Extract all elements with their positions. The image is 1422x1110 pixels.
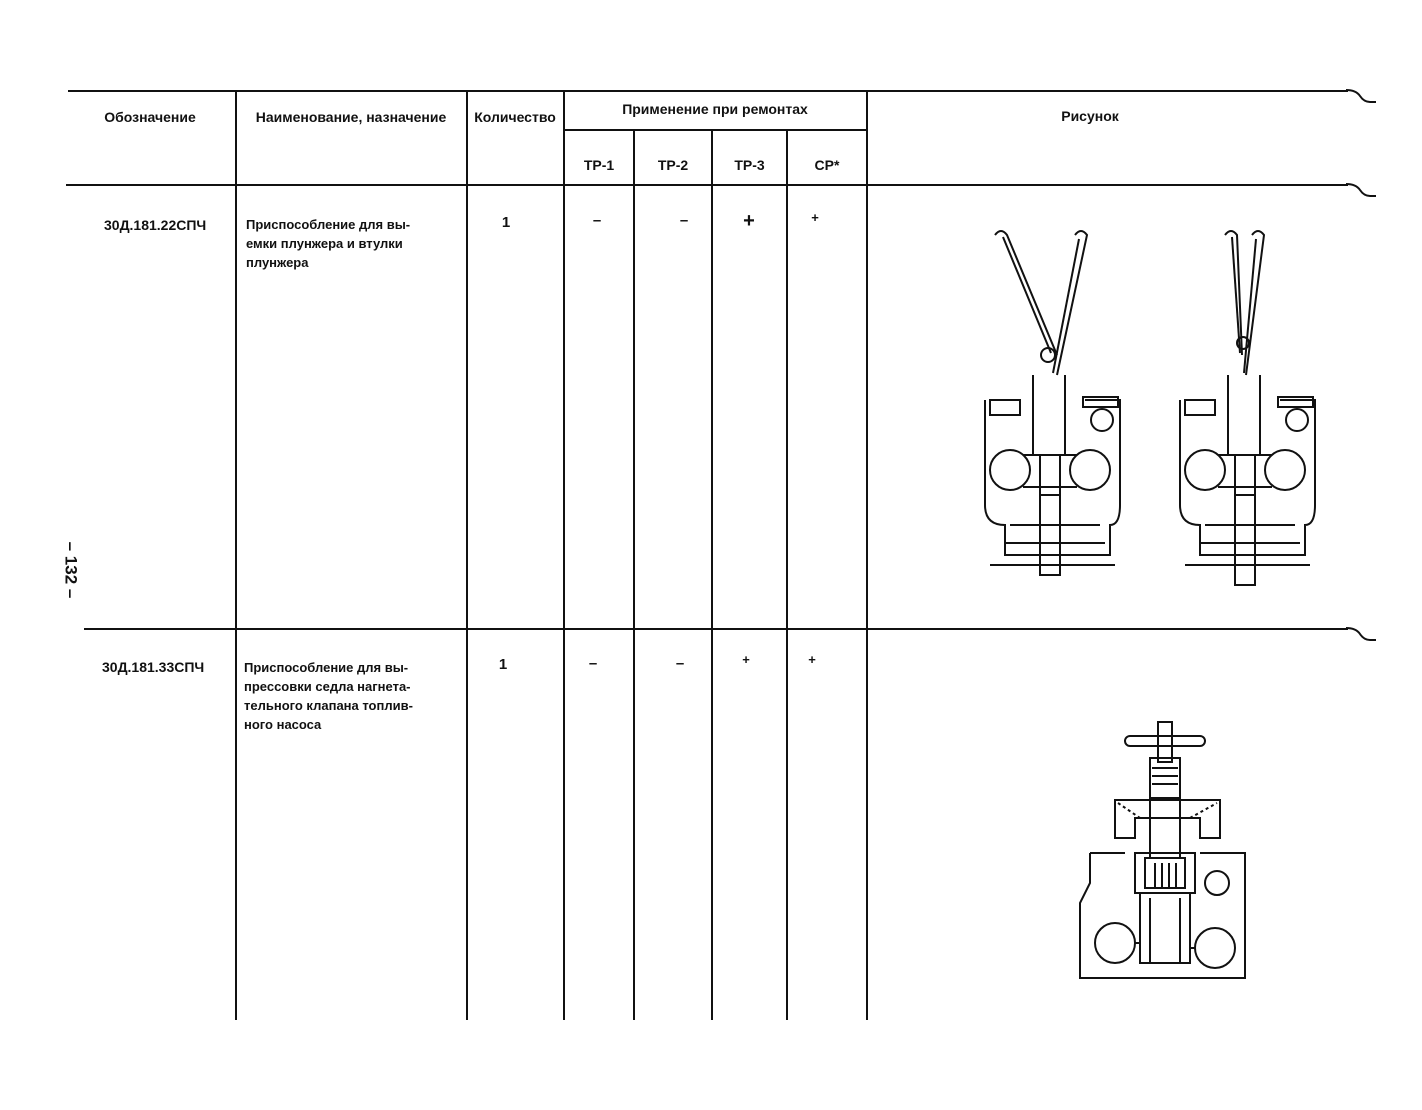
- column-rule: [711, 130, 713, 1020]
- row-2-cp: +: [808, 652, 816, 667]
- row-1-tr3: +: [743, 210, 755, 232]
- row-1-name-line: плунжера: [246, 255, 309, 270]
- valve-seat-press-tool-drawing: [1079, 721, 1246, 979]
- row-1-tr1: –: [592, 212, 602, 229]
- row-1-code: 30Д.181.22СПЧ: [104, 217, 207, 233]
- row-1-tr2: –: [679, 212, 689, 229]
- torn-edge-icon: [1345, 183, 1376, 197]
- row-2-tr1: –: [588, 655, 598, 672]
- page-number: – 132 –: [61, 541, 81, 599]
- header-drawing: Рисунок: [1061, 108, 1119, 124]
- column-rule: [235, 90, 237, 1020]
- torn-edge-icon: [1345, 89, 1376, 103]
- row-1-quantity: 1: [501, 214, 511, 231]
- row-2-tr2: –: [675, 655, 685, 672]
- header-tr2: ТР-2: [657, 157, 689, 173]
- table-top-rule: [68, 90, 1348, 92]
- header-application: Применение при ремонтах: [622, 101, 808, 117]
- application-subheader-rule: [563, 129, 868, 131]
- row-2-tr3: +: [742, 652, 750, 667]
- header-name: Наименование, назначение: [255, 109, 447, 125]
- row-1-name-line: Приспособление для вы-: [246, 217, 411, 232]
- row-2-name-line: прессовки седла нагнета-: [244, 679, 411, 694]
- row-1-name: Приспособление для вы- емки плунжера и в…: [246, 215, 451, 272]
- row-2-name-line: Приспособление для вы-: [244, 660, 409, 675]
- column-rule: [786, 130, 788, 1020]
- column-rule: [633, 130, 635, 1020]
- row-2-name: Приспособление для вы- прессовки седла н…: [244, 658, 449, 734]
- row-separator-rule: [84, 628, 1348, 630]
- plunger-extraction-tool-drawing: [984, 230, 1316, 586]
- torn-edge-icon: [1345, 627, 1376, 641]
- header-bottom-rule: [66, 184, 1348, 186]
- row-2-code: 30Д.181.33СПЧ: [102, 659, 205, 675]
- row-2-quantity: 1: [498, 656, 508, 673]
- header-quantity: Количество: [474, 109, 556, 125]
- row-2-name-line: тельного клапана топлив-: [244, 698, 413, 713]
- row-1-name-line: емки плунжера и втулки: [246, 236, 403, 251]
- header-designation: Обозначение: [104, 109, 196, 125]
- column-rule: [466, 90, 468, 1020]
- header-tr1: ТР-1: [583, 157, 615, 173]
- column-rule: [563, 90, 565, 1020]
- row-1-cp: +: [811, 210, 819, 225]
- column-rule: [866, 90, 868, 1020]
- header-cp: СР*: [814, 157, 840, 173]
- header-tr3: ТР-3: [734, 157, 765, 173]
- row-2-name-line: ного насоса: [244, 717, 322, 732]
